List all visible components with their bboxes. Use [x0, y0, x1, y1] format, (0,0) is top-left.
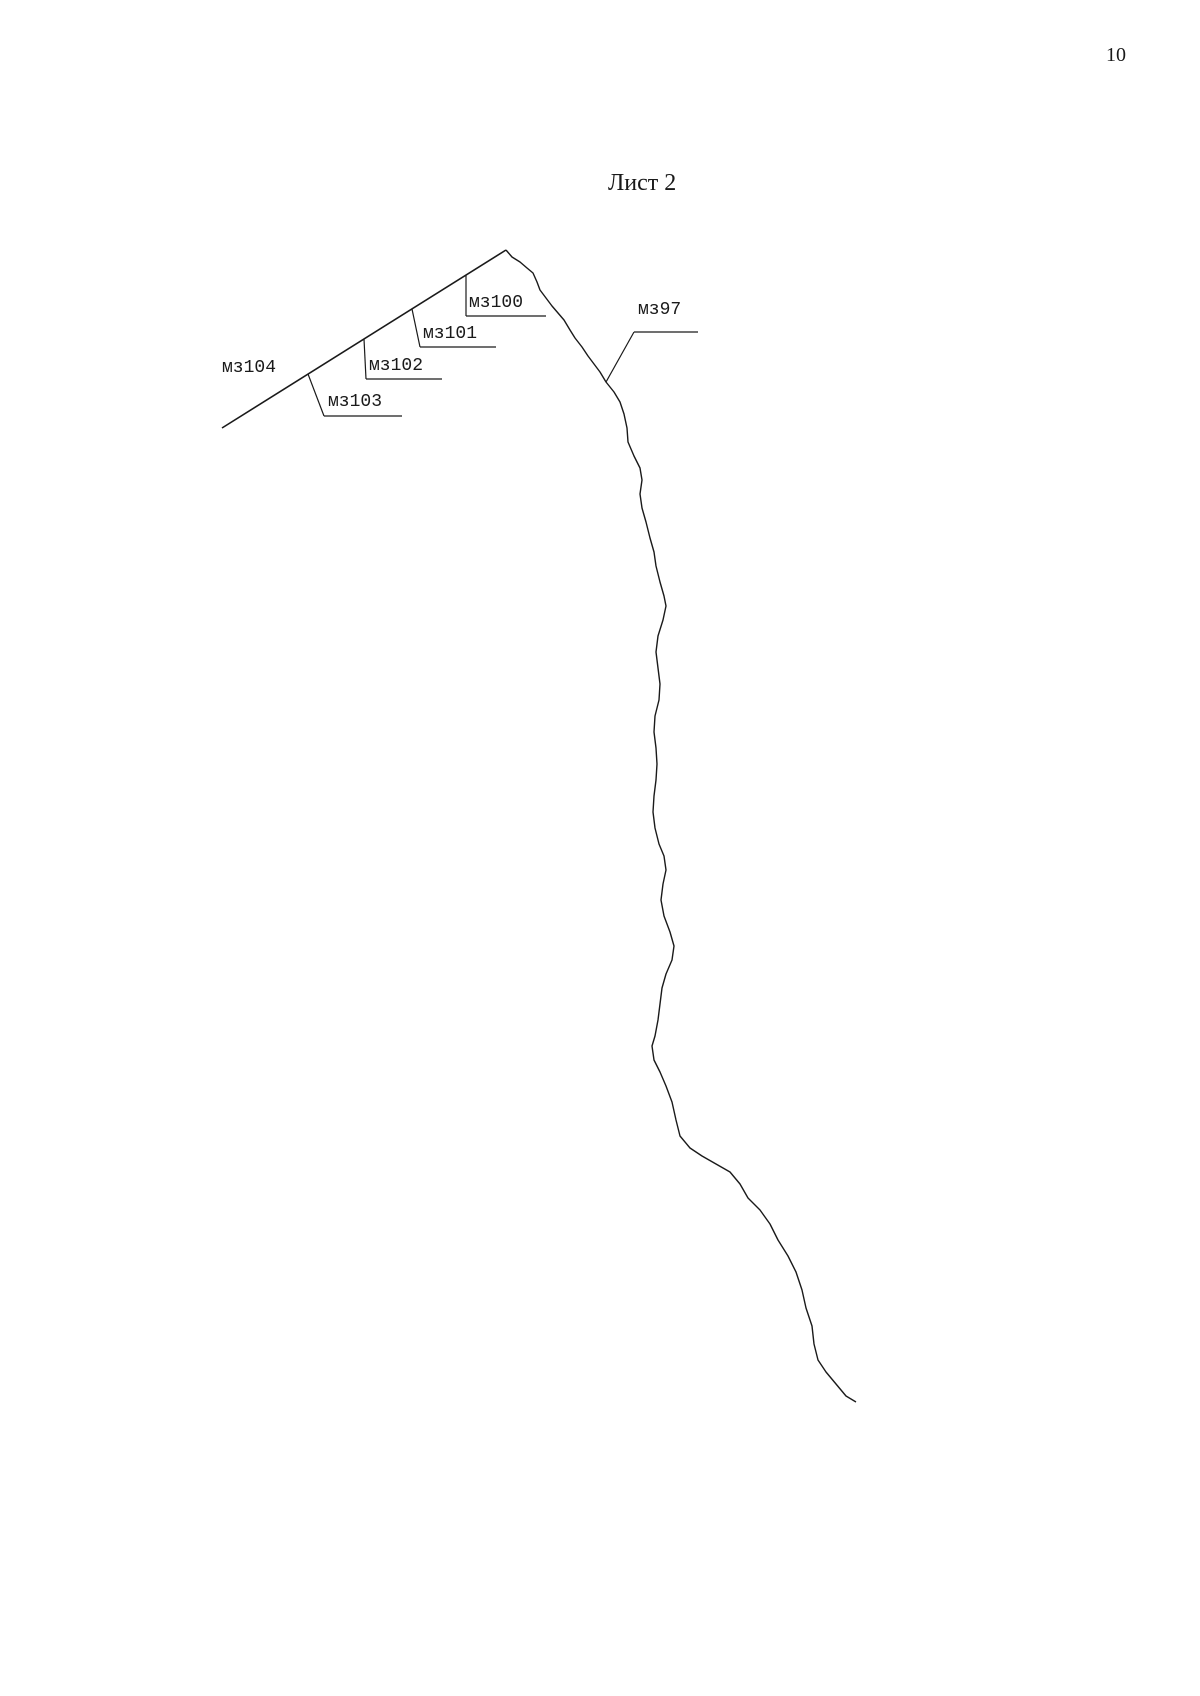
- vertex-markers: [307, 275, 635, 417]
- vertex-tick-97: [605, 331, 635, 383]
- label-mz97: мз97: [638, 300, 681, 320]
- vertex-tick-102: [363, 338, 367, 380]
- river-boundary-line: [505, 249, 857, 1403]
- label-mz101: мз101: [423, 324, 477, 344]
- vertex-tick-103: [307, 373, 325, 417]
- label-underlines: [324, 315, 698, 417]
- label-mz100: мз100: [469, 293, 523, 313]
- label-mz103: мз103: [328, 392, 382, 412]
- label-mz102: мз102: [369, 356, 423, 376]
- page-number: 10: [1106, 44, 1126, 66]
- label-mz104: мз104: [222, 358, 276, 378]
- sheet-title: Лист 2: [608, 170, 677, 196]
- vertex-tick-101: [411, 308, 421, 348]
